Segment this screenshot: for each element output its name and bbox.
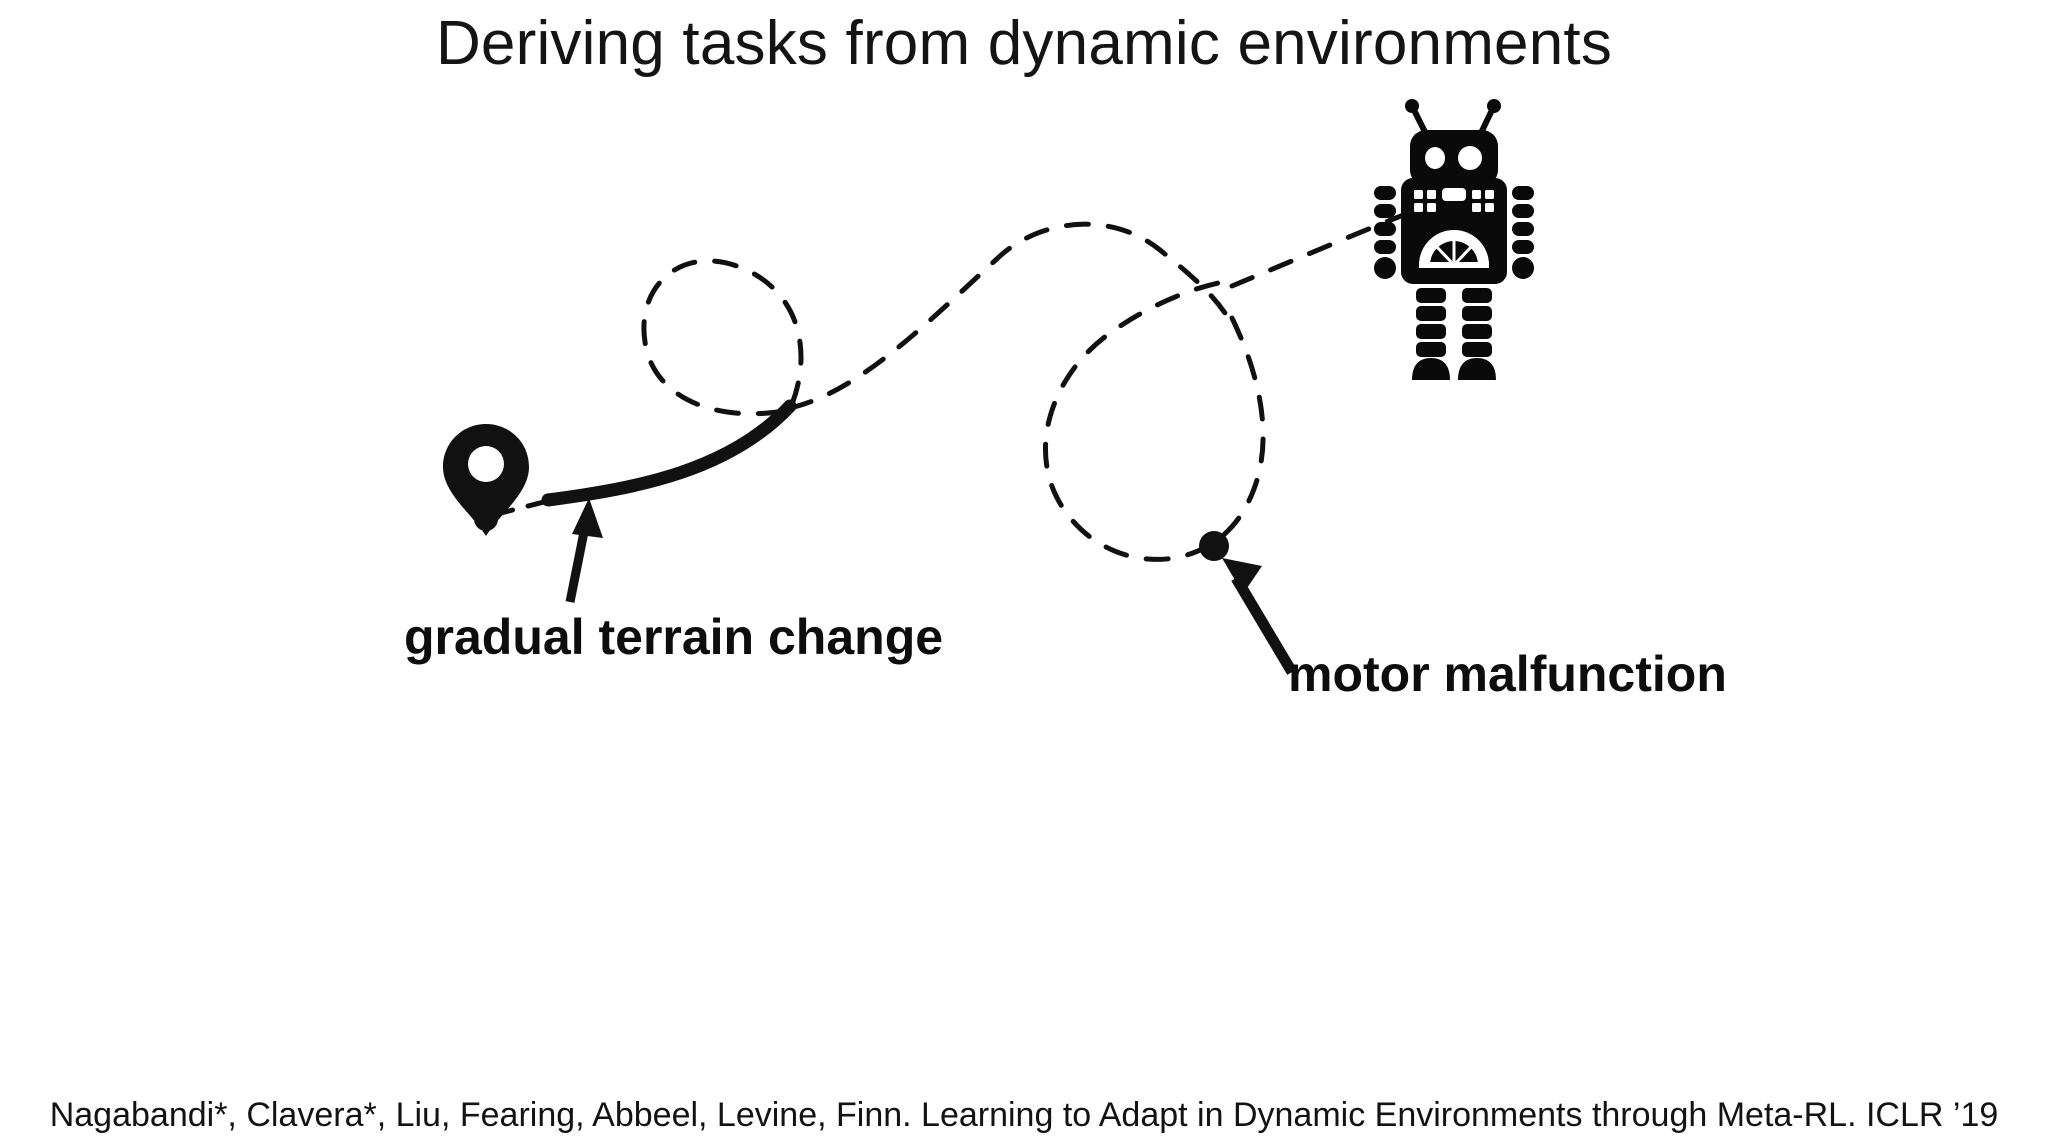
arrow-gradual-terrain (565, 498, 603, 603)
trajectory-loop-two (1042, 277, 1266, 562)
arrow-motor-malfunction (1222, 558, 1297, 675)
trajectory-mid-arc (787, 221, 1235, 411)
robot-icon (1374, 99, 1534, 380)
annotation-gradual-terrain-change: gradual terrain change (404, 609, 944, 665)
map-pin-icon (443, 424, 529, 536)
page-title: Deriving tasks from dynamic environments (435, 9, 1613, 78)
start-dot (474, 507, 498, 531)
citation-footer: Nagabandi*, Clavera*, Liu, Fearing, Abbe… (49, 1096, 1999, 1134)
trajectory-solid-segment (541, 399, 797, 507)
trajectory-loop-one (641, 258, 804, 417)
event-dot (1199, 531, 1229, 561)
annotation-motor-malfunction: motor malfunction (1288, 646, 1727, 702)
